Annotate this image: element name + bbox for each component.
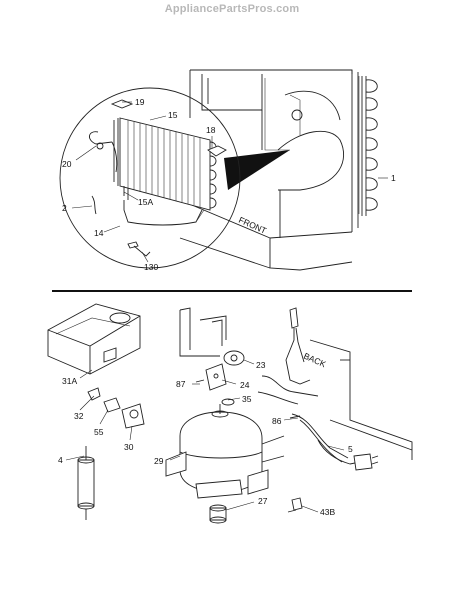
label-1: 1 <box>391 173 396 183</box>
label-4: 4 <box>58 455 63 465</box>
bracket-32 <box>87 387 101 401</box>
label-24: 24 <box>240 380 250 390</box>
drip-tray-31a <box>47 303 141 375</box>
compressor-29 <box>165 404 285 499</box>
label-23: 23 <box>256 360 266 370</box>
label-18: 18 <box>206 125 216 135</box>
screw-86 <box>289 415 301 419</box>
grommet-35 <box>221 398 235 406</box>
label-2: 2 <box>62 203 67 213</box>
wire-20 <box>89 131 118 173</box>
cabinet-outline: FRONT <box>179 69 359 271</box>
valve-23 <box>223 350 245 366</box>
relay-55 <box>103 397 121 413</box>
label-31a: 31A <box>62 376 77 386</box>
label-19: 19 <box>135 97 145 107</box>
label-5: 5 <box>348 444 353 454</box>
mount-27 <box>209 504 227 524</box>
power-cord-5 <box>317 439 379 471</box>
label-35: 35 <box>242 394 252 404</box>
wall-condenser-coil <box>358 76 378 216</box>
label-55: 55 <box>94 427 104 437</box>
label-30: 30 <box>124 442 134 452</box>
section-divider <box>52 290 412 292</box>
screw-87 <box>195 379 205 383</box>
screw-130 <box>127 241 151 257</box>
label-86: 86 <box>272 416 282 426</box>
label-32: 32 <box>74 411 84 421</box>
back-label: BACK <box>302 351 328 370</box>
label-14: 14 <box>94 228 104 238</box>
bracket-24 <box>205 363 227 391</box>
magnifier-pointer <box>224 150 290 190</box>
label-130: 130 <box>144 262 158 272</box>
site-watermark: AppliancePartsPros.com <box>164 3 300 15</box>
pad-19 <box>110 99 134 109</box>
label-20: 20 <box>62 159 72 169</box>
top-assembly: FRONT <box>59 69 396 272</box>
drain-tube-14 <box>123 200 203 226</box>
drier-4 <box>77 446 95 520</box>
label-27: 27 <box>258 496 268 506</box>
clip-2 <box>91 195 97 215</box>
bottom-assembly: BACK <box>47 303 413 524</box>
magnifier-circle <box>59 87 241 269</box>
clip-43b <box>287 497 303 513</box>
front-label: FRONT <box>237 215 268 236</box>
overload-30 <box>121 403 145 429</box>
label-43b: 43B <box>320 507 335 517</box>
label-15: 15 <box>168 110 178 120</box>
wire-harness <box>257 307 349 463</box>
pad-18 <box>207 145 227 157</box>
label-15a: 15A <box>138 197 153 207</box>
evaporator-coil-15 <box>113 117 217 211</box>
label-87: 87 <box>176 379 186 389</box>
label-29: 29 <box>154 456 164 466</box>
